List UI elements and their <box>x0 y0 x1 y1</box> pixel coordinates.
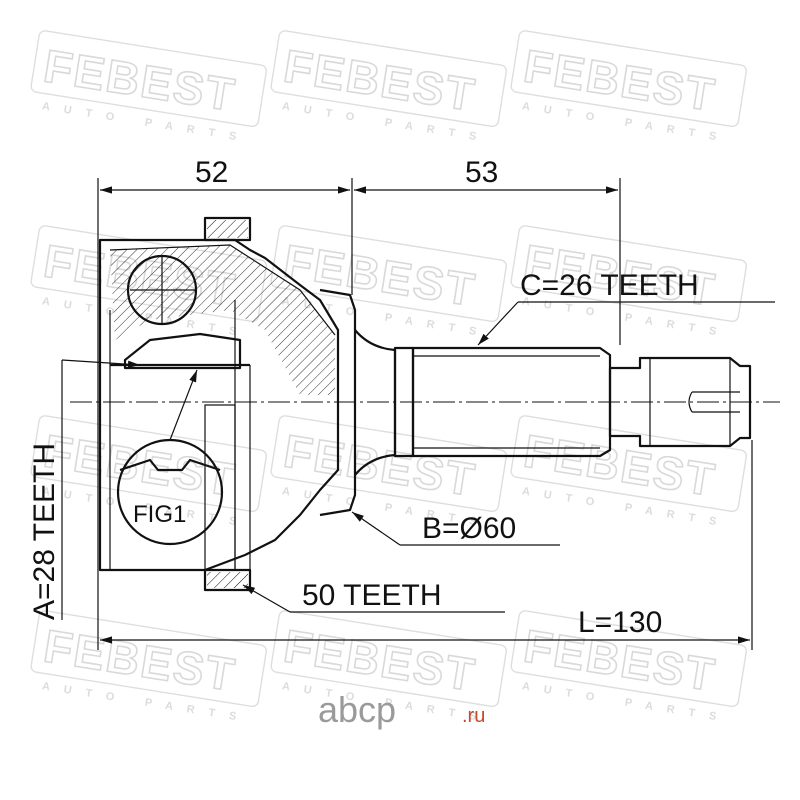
watermark-tile: FEBEST AUTO PARTS <box>510 30 748 145</box>
outer-housing <box>98 238 340 572</box>
abs-ring-leader <box>242 584 291 613</box>
diameter-b-label: B=Ø60 <box>422 512 516 545</box>
site-brand-tld: .ru <box>462 705 485 727</box>
watermark-tile: FEBEST AUTO PARTS <box>30 610 268 725</box>
fig1-spline-profile <box>119 458 221 472</box>
abs-ring-teeth <box>203 404 252 592</box>
watermark-tile: FEBEST AUTO PARTS <box>510 415 748 530</box>
housing-boss-hatch <box>207 220 248 238</box>
spline-a-label: A=28 TEETH <box>28 443 61 620</box>
dim-52-label: 52 <box>195 156 228 189</box>
spline-c-leader <box>477 301 519 346</box>
fig1-label: FIG1 <box>133 501 186 528</box>
housing-flange <box>319 288 357 517</box>
inner-race <box>123 332 242 370</box>
diameter-b-leader <box>351 511 401 546</box>
spline-a-leader <box>61 359 141 368</box>
fig1-leader <box>169 369 198 441</box>
spline-shaft <box>411 346 612 458</box>
abs-ring-label: 50 TEETH <box>302 579 442 612</box>
dimensions: 52 53 C=26 TEETH A=28 TEETH B=Ø60 50 TEE… <box>28 156 775 650</box>
total-length-label: L=130 <box>578 606 662 639</box>
dim-53-label: 53 <box>465 156 498 189</box>
housing-boss-top <box>203 216 252 242</box>
cotter-hole <box>688 391 740 413</box>
watermark-tile: FEBEST AUTO PARTS <box>30 30 268 145</box>
housing-inner-edge <box>109 244 336 336</box>
cv-joint-part: FIG1 <box>70 216 780 592</box>
housing-section-hatch <box>110 245 335 395</box>
site-brand: abcp .ru <box>318 689 485 730</box>
spline-c-label: C=26 TEETH <box>520 269 699 302</box>
thread-end <box>608 356 752 448</box>
site-brand-name: abcp <box>318 689 396 730</box>
watermark-tile: FEBEST AUTO PARTS <box>270 30 508 145</box>
